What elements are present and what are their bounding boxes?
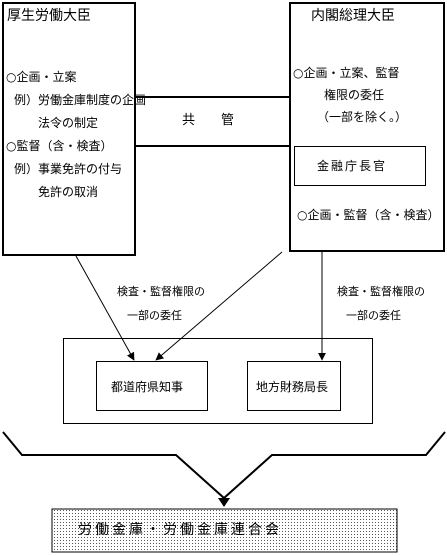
minister-labor-line-3: 法令の制定 (38, 116, 99, 130)
joint-label: 共 管 (182, 113, 235, 128)
minister-labor-box: 厚生労働大臣 ○企画・立案 例）労働金庫制度の企画 法令の制定 ○監督（含・検査… (2, 2, 146, 256)
prime-minister-box: 内閣総理大臣 ○企画・立案、監督 権限の委任 （一部を除く。） (289, 2, 445, 252)
regional-bureau-box: 地方財務局長 (247, 361, 341, 411)
prime-minister-line-1: ○企画・立案、監督 (293, 66, 400, 80)
fsa-duty: ○企画・監督（含・検査） (297, 208, 440, 222)
delegation-right-line-1: 検査・監督権限の (337, 285, 425, 298)
fsa-title: 金融庁長官 (317, 159, 388, 173)
minister-labor-line-5: 例）事業免許の付与 (14, 162, 123, 176)
delegation-left-line-1: 検査・監督権限の (117, 285, 205, 298)
delegation-left-line-2: 一部の委任 (127, 309, 182, 322)
prime-minister-line-2: 権限の委任 (324, 88, 385, 102)
regional-bureau-label: 地方財務局長 (256, 380, 329, 394)
minister-labor-title: 厚生労働大臣 (7, 8, 91, 24)
fsa-box: 金融庁長官 (294, 146, 426, 186)
minister-labor-line-4: ○監督（含・検査） (6, 139, 113, 153)
brace-arrowhead (218, 498, 230, 507)
governor-box: 都道府県知事 (96, 361, 208, 411)
local-authority-container (63, 338, 373, 424)
target-label: 労働金庫・労働金庫連合会 (78, 522, 282, 538)
arrow-labor-to-governor (75, 255, 135, 361)
arrow-fsa-to-governor (155, 251, 283, 361)
governor-label: 都道府県知事 (111, 380, 184, 394)
delegation-right-line-2: 一部の委任 (346, 309, 401, 322)
minister-labor-line-2: 例）労働金庫制度の企画 (14, 93, 147, 107)
brace-line (2, 431, 446, 500)
minister-labor-line-6: 免許の取消 (38, 185, 99, 199)
prime-minister-line-3: （一部を除く。） (317, 110, 408, 124)
prime-minister-title: 内閣総理大臣 (311, 8, 395, 24)
minister-labor-line-1: ○企画・立案 (6, 70, 77, 84)
target-box-bg (51, 508, 398, 553)
